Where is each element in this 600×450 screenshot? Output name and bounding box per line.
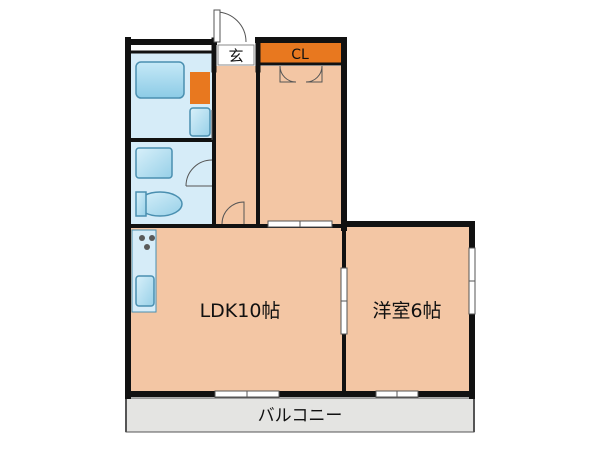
ldk-floor [130,226,344,393]
ldk-label: LDK10帖 [200,300,281,322]
toilet-tank [135,191,147,217]
fixtures [131,61,211,313]
shower-unit [135,147,173,179]
entrance-label: 玄 [228,47,243,65]
western-room-label: 洋室6帖 [372,300,441,322]
washing-machine-pan [190,72,210,104]
walls [125,37,475,399]
kitchen-sink [135,275,155,307]
entrance-label-box [217,44,255,66]
closet-room-floor [258,66,342,229]
balcony-label: バルコニー [258,406,343,426]
bathtub [135,61,185,99]
wash-basin [189,107,211,137]
hallway-floor [214,66,258,229]
cooktop-burner-3 [144,244,150,250]
western-room-floor [344,226,470,393]
closet-label: CL [291,47,309,63]
doors [185,9,323,225]
cooktop-burner-2 [149,235,155,241]
closet-header [260,42,342,64]
cooktop-burner-1 [139,235,145,241]
windows [214,220,476,398]
